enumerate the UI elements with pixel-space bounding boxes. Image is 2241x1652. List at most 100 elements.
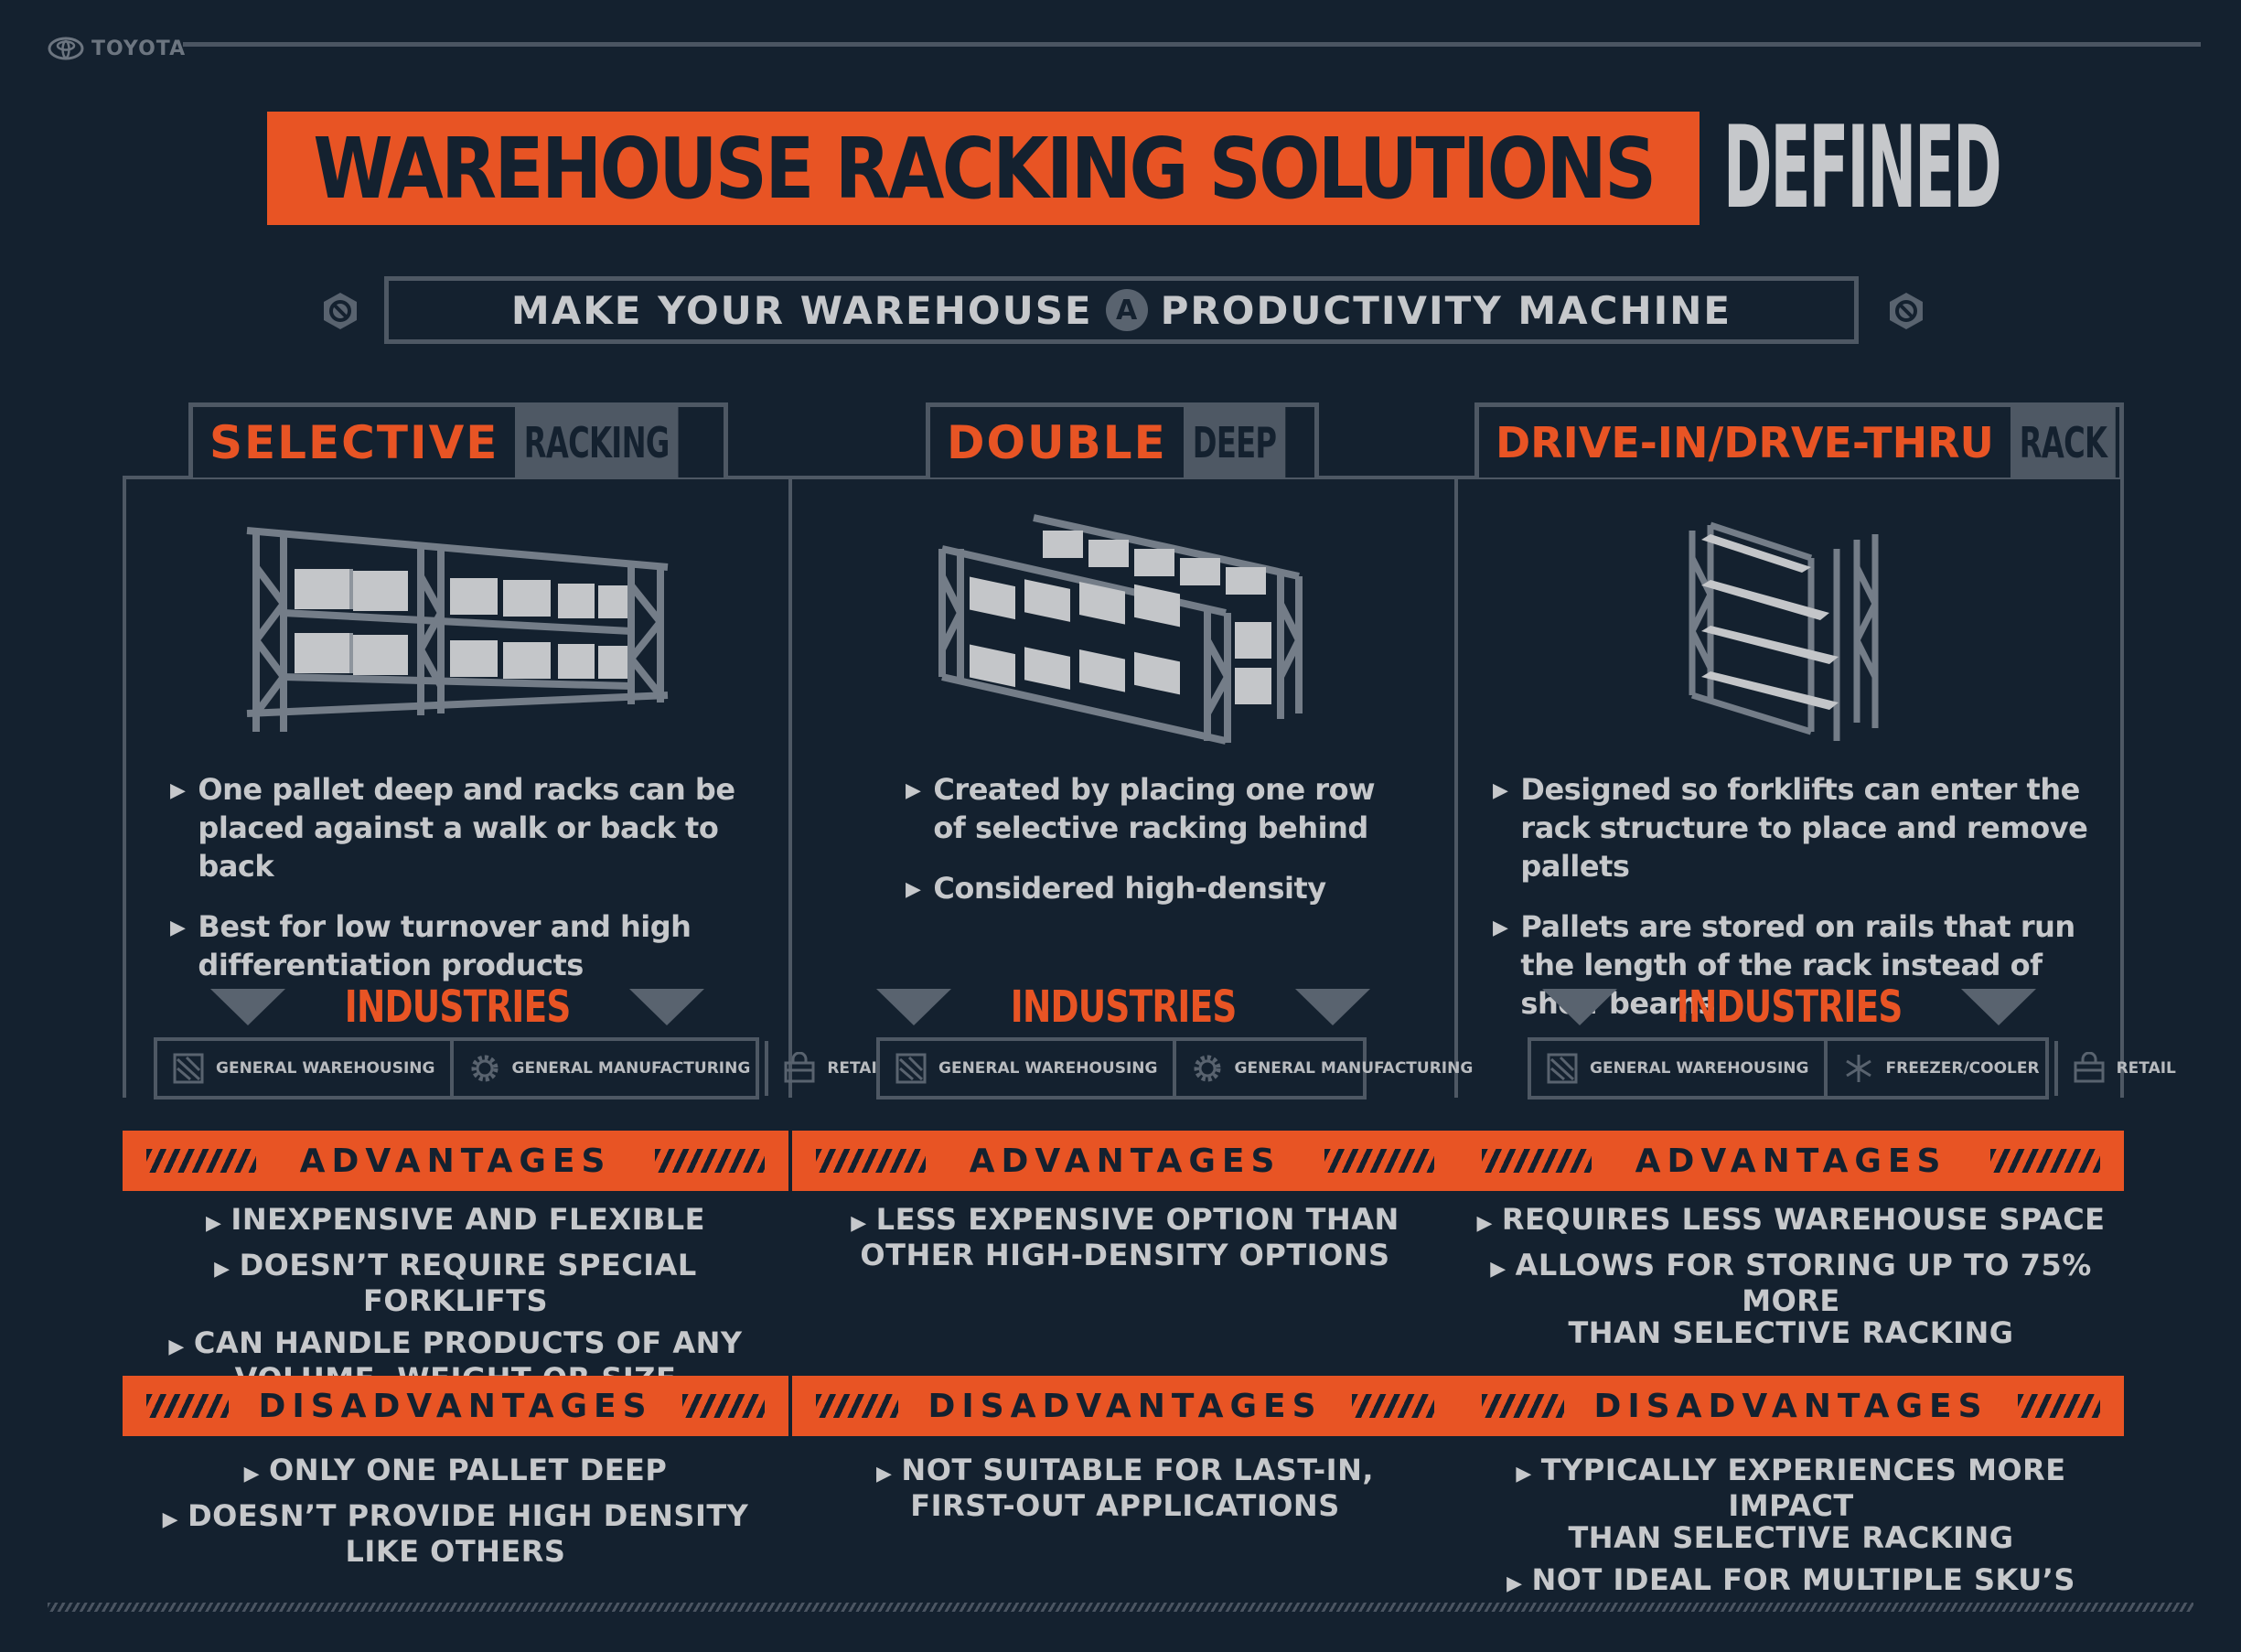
advantages-band: ADVANTAGES <box>1458 1131 2124 1191</box>
list-item: ▶Considered high-density <box>906 869 1381 909</box>
arrow-down-icon <box>209 989 285 1025</box>
caret-right-icon: ▶ <box>1493 917 1508 939</box>
arrow-down-icon <box>1541 989 1617 1025</box>
advantage-text: THAN SELECTIVE RACKING <box>1568 1315 2014 1350</box>
retail-icon <box>2074 1052 2105 1083</box>
bullet-text: Best for low turnover and high different… <box>198 909 692 982</box>
industry-item: RETAIL <box>768 1041 901 1096</box>
bullets-selective: ▶ One pallet deep and racks can be placed… <box>170 770 756 1006</box>
industry-item: RETAIL <box>2058 1041 2191 1096</box>
drive-in-rack-illustration <box>1689 521 1879 741</box>
industries-label: INDUSTRIES <box>1010 982 1238 1033</box>
advantage-text: CAN HANDLE PRODUCTS OF ANY <box>193 1325 743 1360</box>
bullet-text: Considered high-density <box>933 871 1326 906</box>
industry-item: GENERAL WAREHOUSING <box>880 1041 1176 1096</box>
industry-label: RETAIL <box>2116 1059 2176 1078</box>
advantage-text: OTHER HIGH-DENSITY OPTIONS <box>860 1238 1390 1272</box>
subtitle-before: MAKE YOUR WAREHOUSE <box>510 287 1093 333</box>
hatch-decoration <box>2018 1394 2100 1418</box>
industries-box: GENERAL WAREHOUSING FREEZER/COOLER RETAI… <box>1528 1037 2176 1100</box>
column-title: DOUBLE <box>947 415 1167 469</box>
industry-label: GENERAL WAREHOUSING <box>216 1059 435 1078</box>
list-item: ▶One pallet deep and racks can be placed… <box>170 770 756 885</box>
list-item: ▶LESS EXPENSIVE OPTION THAN <box>792 1204 1458 1239</box>
disadvantage-text: THAN SELECTIVE RACKING <box>1568 1520 2014 1555</box>
column-frame-drive <box>1454 476 2124 1098</box>
caret-right-icon: ▶ <box>906 779 921 802</box>
disadvantage-text: NOT IDEAL FOR MULTIPLE SKU’S <box>1531 1562 2075 1597</box>
warehouse-icon <box>173 1053 204 1084</box>
advantage-text: INEXPENSIVE AND FLEXIBLE <box>231 1202 706 1237</box>
retail-icon <box>784 1052 815 1083</box>
industries-heading: INDUSTRIES <box>126 975 788 1039</box>
brand-name: TOYOTA <box>91 37 187 60</box>
hatch-decoration <box>816 1149 926 1173</box>
list-item: ▶ Created by placing one row of selective… <box>906 770 1381 847</box>
column-title-double: DOUBLE DEEP <box>926 402 1319 477</box>
disadvantages-label: DISADVANTAGES <box>258 1387 653 1425</box>
industries-label: INDUSTRIES <box>1676 982 1903 1033</box>
hatch-decoration <box>1324 1149 1434 1173</box>
bullet-text: Created by placing one row of selective … <box>933 772 1376 845</box>
caret-right-icon: ▶ <box>851 1212 867 1235</box>
disadvantage-text: LIKE OTHERS <box>345 1534 566 1569</box>
arrow-down-icon <box>1295 989 1371 1025</box>
arrow-down-icon <box>1961 989 2037 1025</box>
column-title-selective: SELECTIVE RACKING <box>188 402 728 477</box>
column-title-suffix: DEEP <box>1183 407 1285 477</box>
disadvantages-band: DISADVANTAGES <box>123 1376 788 1436</box>
column-title-drive: DRIVE-IN/DRVE-THRU RACK <box>1474 402 2124 477</box>
double-deep-rack-illustration <box>938 514 1303 745</box>
bottom-rule <box>48 1603 2193 1612</box>
hatch-decoration <box>1990 1149 2100 1173</box>
industry-label: GENERAL MANUFACTURING <box>1234 1059 1474 1078</box>
industry-label: FREEZER/COOLER <box>1885 1059 2040 1078</box>
industry-item: FREEZER/COOLER <box>1828 1041 2058 1096</box>
industries-label: INDUSTRIES <box>344 982 572 1033</box>
caret-right-icon: ▶ <box>168 1336 185 1358</box>
list-item: ▶DOESN’T REQUIRE SPECIAL FORKLIFTS <box>123 1250 788 1317</box>
disadvantages-label: DISADVANTAGES <box>927 1387 1323 1425</box>
caret-right-icon: ▶ <box>170 917 186 939</box>
list-item-continued: LIKE OTHERS <box>123 1536 788 1568</box>
disadvantages-list-drive: ▶TYPICALLY EXPERIENCES MORE IMPACT THAN … <box>1458 1454 2124 1610</box>
list-item: ▶NOT SUITABLE FOR LAST-IN, <box>792 1454 1458 1490</box>
caret-right-icon: ▶ <box>876 1463 893 1486</box>
column-title: SELECTIVE <box>209 415 499 469</box>
list-item: ▶TYPICALLY EXPERIENCES MORE IMPACT <box>1458 1454 2124 1522</box>
list-item: ▶NOT IDEAL FOR MULTIPLE SKU’S <box>1458 1564 2124 1600</box>
title-banner: WAREHOUSE RACKING SOLUTIONS <box>267 112 1700 225</box>
industry-item: GENERAL MANUFACTURING <box>1176 1041 1488 1096</box>
disadvantage-text: DOESN’T PROVIDE HIGH DENSITY <box>188 1498 749 1533</box>
arrow-down-icon <box>629 989 705 1025</box>
disadvantages-band: DISADVANTAGES <box>792 1376 1458 1436</box>
disadvantage-text: ONLY ONE PALLET DEEP <box>269 1453 668 1487</box>
column-title: DRIVE-IN/DRVE-THRU <box>1496 417 1994 467</box>
warehouse-icon <box>1547 1053 1578 1084</box>
bolt-icon <box>1890 293 1923 329</box>
caret-right-icon: ▶ <box>1490 1258 1507 1281</box>
arrow-down-icon <box>875 989 951 1025</box>
list-item-continued: THAN SELECTIVE RACKING <box>1458 1317 2124 1349</box>
gear-icon <box>471 1055 498 1082</box>
warehouse-icon <box>895 1053 927 1084</box>
caret-right-icon: ▶ <box>205 1212 222 1235</box>
list-item: ▶Designed so forklifts can enter the rac… <box>1493 770 2096 885</box>
brand-logo: TOYOTA <box>48 35 186 62</box>
hatch-decoration <box>1482 1149 1592 1173</box>
bullet-text: One pallet deep and racks can be placed … <box>198 772 735 884</box>
snowflake-icon <box>1845 1055 1871 1082</box>
list-item: ▶ALLOWS FOR STORING UP TO 75% MORE <box>1458 1250 2124 1317</box>
advantages-band: ADVANTAGES <box>792 1131 1458 1191</box>
top-rule <box>183 42 2201 47</box>
list-item: ▶ Best for low turnover and high differen… <box>170 907 756 984</box>
bullets-drive: ▶Designed so forklifts can enter the rac… <box>1493 770 2096 1045</box>
bullet-text: Pallets are stored on rails that run the… <box>1520 909 2075 1021</box>
subtitle-after: PRODUCTIVITY MACHINE <box>1160 287 1732 333</box>
disadvantage-text: FIRST-OUT APPLICATIONS <box>910 1488 1340 1523</box>
industry-item: GENERAL WAREHOUSING <box>157 1041 454 1096</box>
list-item: ▶REQUIRES LESS WAREHOUSE SPACE <box>1458 1204 2124 1239</box>
disadvantages-label: DISADVANTAGES <box>1593 1387 1989 1425</box>
advantages-list-drive: ▶REQUIRES LESS WAREHOUSE SPACE ▶ALLOWS F… <box>1458 1204 2124 1359</box>
caret-right-icon: ▶ <box>162 1508 179 1531</box>
